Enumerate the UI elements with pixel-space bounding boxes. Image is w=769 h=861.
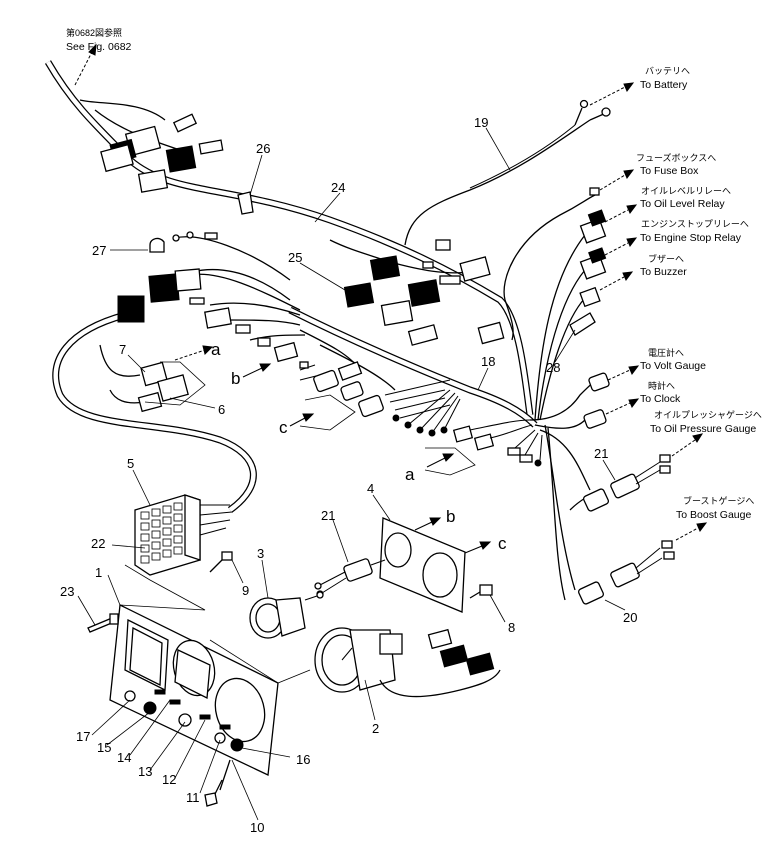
c-group-connectors — [299, 329, 461, 437]
dest-buzzer-ja: ブザーへ — [648, 253, 684, 264]
ref-note-ja: 第0682図参照 — [66, 27, 122, 38]
right-branch-wires — [529, 234, 601, 601]
part-number-18: 18 — [481, 354, 495, 369]
part-number-19: 19 — [474, 115, 488, 130]
gauge-3 — [249, 590, 324, 639]
volt-gauge-connector — [588, 372, 610, 392]
part-number-6: 6 — [218, 402, 225, 417]
fuse-box-connector — [579, 209, 607, 244]
letter-c-left: c — [279, 418, 288, 437]
dest-oil-pressure-ja: オイルプレッシャゲージへ — [654, 409, 762, 420]
part-number-9: 9 — [242, 583, 249, 598]
upper-left-connectors — [79, 99, 224, 193]
dest-boost-gauge-en: To Boost Gauge — [676, 509, 751, 521]
battery-branch-harness — [404, 99, 611, 301]
part-number-3: 3 — [257, 546, 264, 561]
gauge-connectors — [427, 628, 495, 676]
clamp-28 — [569, 312, 596, 336]
dest-volt-gauge-ja: 電圧計へ — [648, 347, 684, 358]
bracket-4 — [379, 517, 466, 613]
dest-volt-gauge-en: To Volt Gauge — [640, 360, 706, 372]
letter-b-left: b — [231, 369, 240, 388]
connector-7-6 — [99, 344, 189, 413]
part-number-23: 23 — [60, 584, 74, 599]
part-number-10: 10 — [250, 820, 264, 835]
connector-block-5 — [134, 494, 233, 576]
part-number-26: 26 — [256, 141, 270, 156]
part-number-2: 2 — [372, 721, 379, 736]
boost-gauge-connector-20 — [577, 540, 675, 605]
dest-fuse-box-ja: フューズボックスへ — [636, 152, 716, 163]
cap-27 — [149, 231, 291, 281]
leader-lines — [77, 127, 626, 821]
part-number-21-left: 21 — [321, 508, 335, 523]
letter-c-right: c — [498, 534, 507, 553]
dest-oil-level-relay-en: To Oil Level Relay — [640, 198, 725, 210]
bolt-9 — [209, 551, 233, 573]
connection-letters: a b c a b c — [211, 340, 507, 553]
part-number-14: 14 — [117, 750, 131, 765]
part-number-1: 1 — [95, 565, 102, 580]
letter-a-left: a — [211, 340, 221, 359]
instrument-panel-1 — [109, 604, 279, 807]
clock-connector — [583, 409, 607, 429]
arrows — [74, 43, 708, 554]
dest-oil-level-relay-ja: オイルレベルリレーへ — [641, 186, 731, 196]
engine-stop-relay-connector — [579, 247, 607, 280]
part-number-22: 22 — [91, 536, 105, 551]
letter-b-right: b — [446, 507, 455, 526]
dest-oil-pressure-en: To Oil Pressure Gauge — [650, 423, 756, 435]
dest-fuse-box-en: To Fuse Box — [640, 165, 699, 177]
dest-battery-ja: バッテリへ — [645, 66, 690, 76]
buzzer-connector — [579, 286, 601, 308]
dest-engine-stop-relay-ja: エンジンストップリレーへ — [641, 219, 749, 229]
part-number-24: 24 — [331, 180, 345, 195]
dest-buzzer-en: To Buzzer — [640, 266, 687, 278]
part-number-17: 17 — [76, 729, 90, 744]
part-number-20: 20 — [623, 610, 637, 625]
dest-boost-gauge-ja: ブーストゲージへ — [683, 495, 754, 506]
part-number-11: 11 — [186, 790, 200, 805]
part-number-4: 4 — [367, 481, 374, 496]
bolt-23 — [87, 613, 119, 633]
a-group-connectors — [452, 419, 543, 467]
part-number-16: 16 — [296, 752, 310, 767]
dest-clock-ja: 時計へ — [648, 380, 675, 391]
dest-battery-en: To Battery — [640, 79, 688, 91]
connector-21-gauge — [314, 558, 386, 599]
part-number-27: 27 — [92, 243, 106, 258]
destination-labels: バッテリへ To Battery フューズボックスへ To Fuse Box オ… — [636, 66, 762, 521]
part-number-8: 8 — [508, 620, 515, 635]
part-number-25: 25 — [288, 250, 302, 265]
ref-note-en: See Fig. 0682 — [66, 41, 132, 53]
part-number-15: 15 — [97, 740, 111, 755]
part-numbers: 1 2 3 4 5 6 7 8 9 10 11 12 13 14 15 16 1… — [60, 115, 637, 835]
gauge-2 — [314, 627, 501, 698]
letter-a-right: a — [405, 465, 415, 484]
oil-pressure-connector-21 — [582, 454, 671, 512]
part-number-13: 13 — [138, 764, 152, 779]
part-number-21-right: 21 — [594, 446, 608, 461]
main-harness — [44, 60, 538, 513]
bolt-8 — [469, 584, 493, 599]
group-brackets — [119, 361, 476, 684]
reference-note: 第0682図参照 See Fig. 0682 — [66, 27, 132, 53]
dest-clock-en: To Clock — [640, 393, 681, 405]
part-number-5: 5 — [127, 456, 134, 471]
part-number-12: 12 — [162, 772, 176, 787]
left-middle-connectors — [117, 268, 306, 363]
part-number-7: 7 — [119, 342, 126, 357]
clamp-26 — [237, 191, 254, 215]
dest-engine-stop-relay-en: To Engine Stop Relay — [640, 232, 742, 244]
part-number-28: 28 — [546, 360, 560, 375]
middle-connectors — [329, 239, 514, 346]
